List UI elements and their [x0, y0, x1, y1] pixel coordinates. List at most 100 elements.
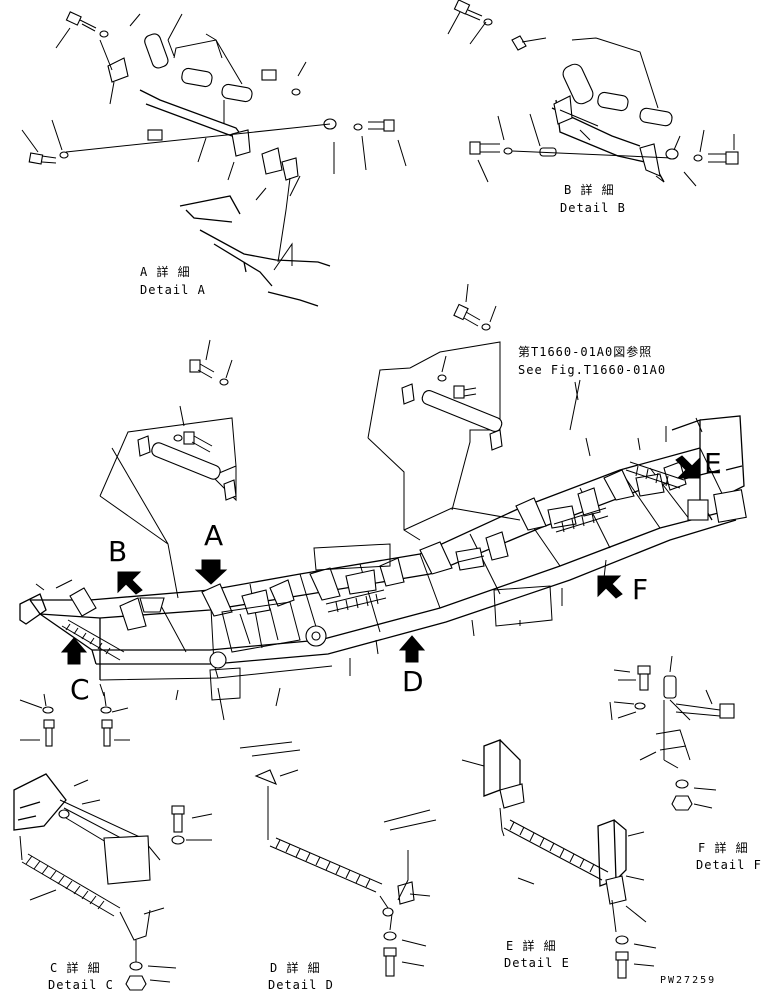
bolt [453, 0, 483, 21]
detail-a-assembly [21, 11, 407, 307]
mount-plate [103, 835, 151, 885]
end-bracket [713, 489, 747, 523]
washer [675, 779, 689, 789]
washer [615, 935, 629, 945]
spiral-roller [269, 837, 383, 893]
bracket [397, 881, 415, 905]
bolt [637, 665, 651, 691]
spiral-roller [61, 619, 125, 661]
spiral-roller [325, 589, 387, 613]
clip [511, 35, 527, 51]
nut [261, 69, 277, 81]
view-arrow-c [60, 637, 88, 665]
bolt [453, 303, 481, 327]
view-arrow-f [597, 575, 623, 599]
roller [597, 91, 629, 112]
bolt [453, 385, 477, 399]
detail-f-label-jp: F 詳 細 [698, 841, 749, 855]
conveyor-frame-main [19, 341, 747, 721]
bolt [615, 951, 629, 979]
washer [634, 702, 646, 710]
pulley-hub [311, 631, 321, 641]
bolt [65, 11, 97, 32]
detail-d-label-jp: D 詳 細 [270, 961, 321, 975]
roller-shaft-right [401, 283, 503, 451]
nut [125, 975, 147, 991]
detail-b-assembly [447, 0, 739, 187]
roller-station [603, 461, 687, 501]
spiral-roller [553, 507, 609, 533]
detail-c-label-jp: C 詳 細 [50, 961, 101, 975]
view-letter-e: E [704, 447, 722, 480]
roller-station [309, 557, 405, 601]
end-bracket [687, 499, 709, 521]
detail-c-label-en: Detail C [48, 978, 114, 992]
roller [144, 33, 169, 69]
view-letter-f: F [632, 573, 649, 606]
view-letter-c: C [70, 673, 90, 706]
bolt [189, 359, 215, 379]
bolt [171, 805, 185, 833]
view-letter-b: B [108, 535, 128, 568]
bracket [231, 129, 251, 157]
bolt [675, 703, 735, 719]
detail-b-label-jp: B 詳 細 [564, 183, 615, 197]
roller [221, 83, 253, 103]
detail-c-assembly [13, 773, 213, 991]
washer [483, 18, 493, 26]
bracket [261, 147, 283, 175]
spiral-roller [21, 853, 121, 917]
bolt [383, 947, 397, 977]
washer [58, 809, 70, 819]
bolt [101, 719, 113, 747]
roller-station [515, 487, 601, 531]
roller [639, 107, 673, 127]
view-letter-a: A [204, 519, 224, 552]
detail-a-label-en: Detail A [140, 283, 206, 297]
bolt [183, 431, 213, 453]
washer [291, 88, 301, 96]
detail-d-assembly [239, 741, 437, 977]
bracket [107, 57, 129, 83]
spiral-roller [503, 819, 609, 881]
spacer [147, 129, 163, 141]
washer [383, 931, 397, 941]
view-arrow-b [117, 571, 143, 595]
bracket [281, 157, 299, 181]
roller-end [663, 675, 677, 699]
bolt [28, 152, 57, 165]
bolt [43, 719, 55, 747]
roller [562, 63, 594, 105]
view-arrow-e [675, 455, 701, 479]
washer [99, 30, 109, 38]
bracket [499, 783, 525, 809]
washer [693, 154, 703, 162]
washer [503, 147, 513, 155]
detail-e-label-jp: E 詳 細 [506, 939, 557, 953]
bolt [708, 151, 739, 165]
detail-a-label-jp: A 詳 細 [140, 265, 191, 279]
roller-station [201, 579, 295, 617]
washer [59, 151, 69, 159]
washer [665, 148, 679, 160]
bracket [605, 875, 627, 905]
detail-f-label-en: Detail F [696, 858, 762, 872]
detail-d-label-en: Detail D [268, 978, 334, 992]
roller-station [69, 587, 165, 631]
view-letter-d: D [402, 665, 424, 698]
detail-b-label-en: Detail B [560, 201, 626, 215]
bracket [553, 95, 573, 125]
drawing-part-number: PW27259 [660, 975, 717, 986]
washer [100, 706, 112, 714]
detail-e-label-en: Detail E [504, 956, 570, 970]
washer [42, 706, 54, 714]
bracket [254, 769, 278, 786]
bracket [639, 143, 661, 177]
pulley [209, 651, 227, 669]
bolt [368, 119, 395, 132]
roller-shaft-left [137, 339, 237, 501]
nut [671, 795, 693, 811]
washer [129, 961, 143, 971]
view-arrow-a [194, 559, 228, 585]
